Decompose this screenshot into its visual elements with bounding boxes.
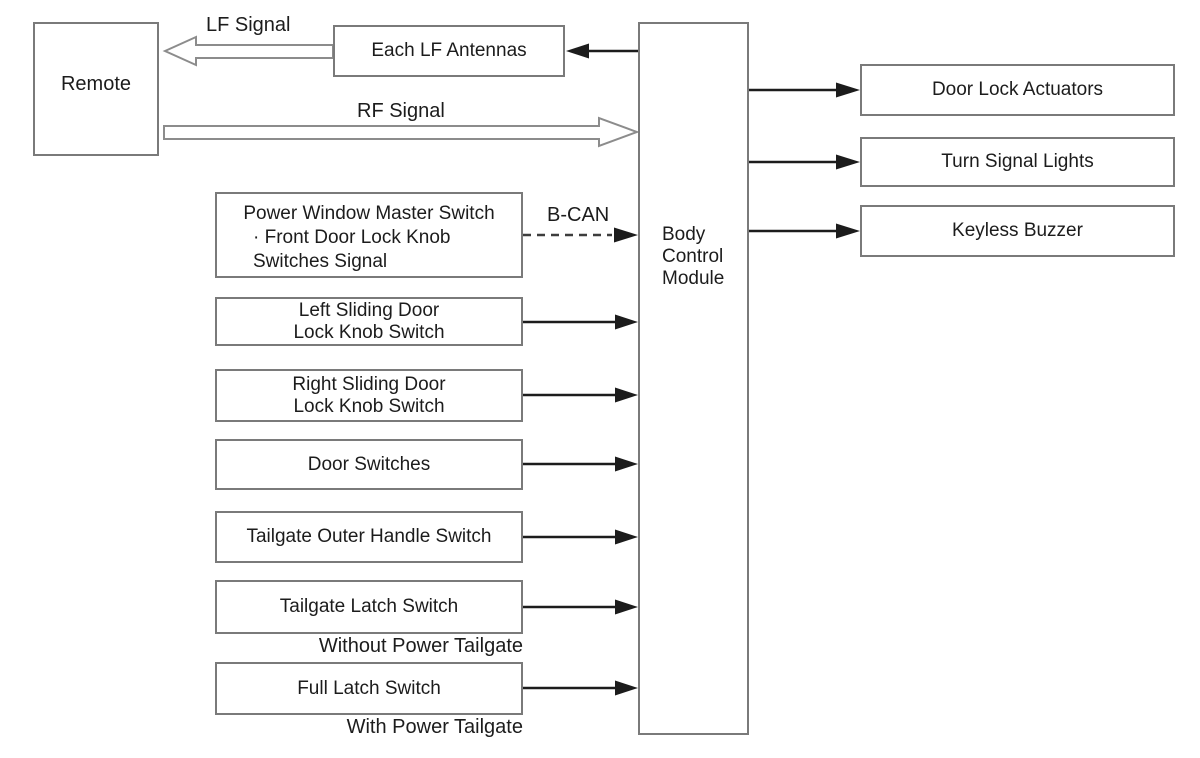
- arrow-right-sliding-to-bcm: [523, 387, 638, 403]
- node-keyless-buzzer: Keyless Buzzer: [860, 205, 1175, 257]
- node-power-window-master-switch: Power Window Master Switch · Front Door …: [215, 192, 523, 278]
- node-each-lf-antennas: Each LF Antennas: [333, 25, 565, 77]
- node-remote: Remote: [33, 22, 159, 156]
- node-pwms-detail-line-1: · Front Door Lock Knob: [253, 227, 451, 248]
- arrow-tailgate-outer-to-bcm: [523, 529, 638, 545]
- node-body-control-module: Body Control Module: [638, 22, 749, 735]
- node-body-control-module-label: Body Control Module: [662, 224, 725, 289]
- rf-signal-hollow-arrow: [163, 116, 640, 148]
- arrow-door-switches-to-bcm: [523, 456, 638, 472]
- lf-signal-hollow-arrow: [162, 35, 334, 67]
- node-door-lock-actuators: Door Lock Actuators: [860, 64, 1175, 116]
- node-remote-label: Remote: [60, 73, 132, 95]
- arrow-bcm-to-keyless-buzzer: [749, 223, 860, 239]
- arrow-full-latch-to-bcm: [523, 680, 638, 696]
- arrow-bcm-to-turn-signal-lights: [749, 154, 860, 170]
- node-full-latch-switch: Full Latch Switch: [215, 662, 523, 715]
- node-tailgate-outer-handle-switch: Tailgate Outer Handle Switch: [215, 511, 523, 563]
- arrow-bcm-to-door-lock-actuators: [749, 82, 860, 98]
- node-right-sliding-door-lock-knob-switch: Right Sliding Door Lock Knob Switch: [215, 369, 523, 422]
- node-tailgate-latch-switch: Tailgate Latch Switch: [215, 580, 523, 634]
- arrow-left-sliding-to-bcm: [523, 314, 638, 330]
- without-power-tailgate-label: Without Power Tailgate: [318, 635, 523, 657]
- rf-signal-label: RF Signal: [357, 100, 445, 122]
- arrow-tailgate-latch-to-bcm: [523, 599, 638, 615]
- node-turn-signal-lights: Turn Signal Lights: [860, 137, 1175, 187]
- with-power-tailgate-label: With Power Tailgate: [346, 716, 523, 738]
- arrow-bcan-pwms-to-bcm: [523, 227, 638, 243]
- lf-signal-label: LF Signal: [206, 14, 291, 36]
- arrow-bcm-to-each-lf-antennas: [566, 43, 638, 59]
- node-door-switches: Door Switches: [215, 439, 523, 490]
- node-pwms-title: Power Window Master Switch: [243, 203, 495, 224]
- b-can-label: B-CAN: [547, 204, 610, 226]
- node-each-lf-antennas-label: Each LF Antennas: [371, 40, 527, 61]
- node-left-sliding-door-lock-knob-switch: Left Sliding Door Lock Knob Switch: [215, 297, 523, 346]
- node-pwms-detail-line-2: Switches Signal: [253, 251, 388, 272]
